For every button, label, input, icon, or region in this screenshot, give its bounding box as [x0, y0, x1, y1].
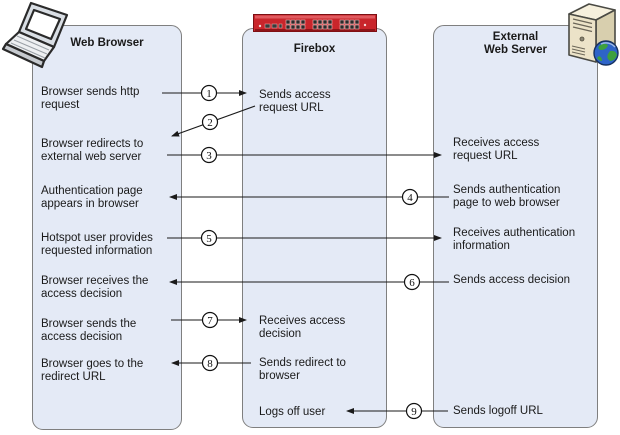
svg-text:3: 3: [206, 150, 212, 162]
port-group-2: [312, 19, 333, 30]
svg-text:5: 5: [206, 233, 212, 245]
firebox-step-text: Sends redirect to browser: [259, 357, 346, 382]
external-web-server-column: External Web Server Receives access requ…: [433, 25, 598, 428]
web-browser-title: Web Browser: [70, 37, 144, 49]
server-step-text: Receives access request URL: [453, 137, 540, 162]
svg-text:9: 9: [411, 406, 417, 418]
firebox-appliance-icon: [253, 14, 377, 32]
browser-step-text: Browser redirects to external web server: [41, 138, 144, 163]
port-group-3: [339, 19, 360, 30]
step-5-badge: 5: [200, 229, 218, 247]
server-step-text: Sends access decision: [453, 274, 570, 286]
step-1-badge: 1: [200, 84, 218, 102]
external-web-server-title: External Web Server: [483, 31, 548, 56]
firebox-column: Firebox Sends access request URL Receive…: [242, 28, 387, 428]
step-7-badge: 7: [201, 311, 219, 329]
firebox-step-text: Receives access decision: [259, 315, 346, 340]
svg-text:8: 8: [207, 358, 213, 370]
svg-text:7: 7: [207, 315, 213, 327]
step-4-badge: 4: [401, 188, 419, 206]
port-group-1: [285, 19, 306, 30]
step-8-badge: 8: [201, 354, 219, 372]
web-browser-column: Web Browser Browser sends http request B…: [32, 25, 182, 430]
globe-icon: [593, 40, 619, 66]
firebox-step-text: Logs off user: [259, 406, 326, 418]
browser-step-text: Browser sends the access decision: [41, 318, 137, 343]
server-step-text: Receives authentication information: [453, 227, 576, 252]
browser-step-text: Authentication page appears in browser: [41, 185, 143, 210]
browser-step-text: Hotspot user provides requested informat…: [41, 232, 153, 257]
browser-step-text: Browser receives the access decision: [41, 275, 149, 300]
step-2-badge: 2: [201, 113, 219, 131]
firebox-title: Firebox: [293, 43, 336, 55]
svg-text:6: 6: [409, 277, 415, 289]
server-step-text: Sends authentication page to web browser: [453, 184, 561, 209]
web-server-icon: [568, 3, 619, 66]
svg-text:2: 2: [207, 117, 213, 129]
server-step-text: Sends logoff URL: [453, 405, 543, 417]
svg-text:4: 4: [407, 192, 413, 204]
browser-step-text: Browser goes to the redirect URL: [41, 358, 144, 383]
svg-text:1: 1: [206, 88, 212, 100]
firebox-step-text: Sends access request URL: [259, 89, 331, 114]
step-9-badge: 9: [405, 402, 423, 420]
step-6-badge: 6: [403, 273, 421, 291]
laptop-icon: [1, 1, 69, 69]
step-3-badge: 3: [200, 146, 218, 164]
browser-step-text: Browser sends http request: [41, 86, 140, 111]
